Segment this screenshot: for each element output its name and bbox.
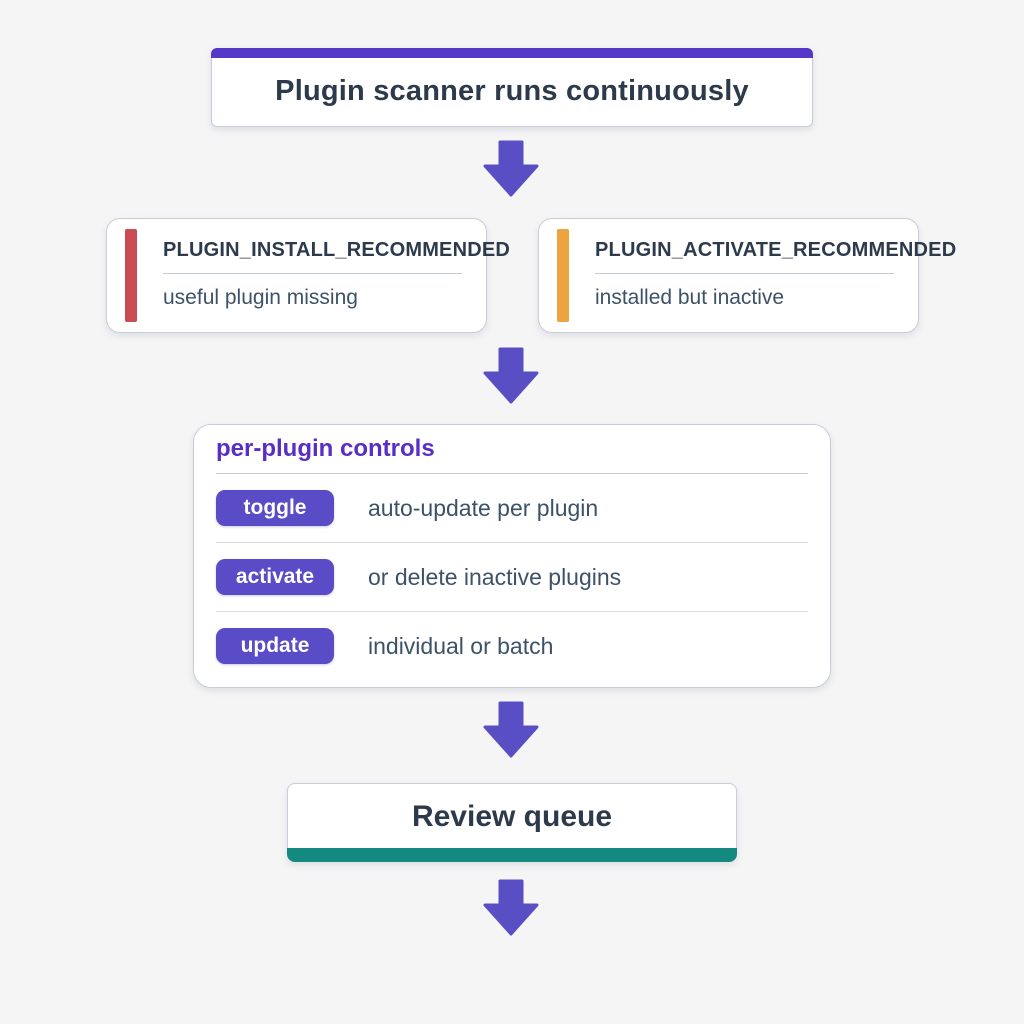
control-description: individual or batch: [368, 632, 554, 659]
panel-header: per-plugin controls: [216, 425, 808, 474]
update-button[interactable]: update: [216, 628, 334, 664]
control-row-update: update individual or batch: [216, 612, 808, 680]
control-description: auto-update per plugin: [368, 494, 599, 521]
alert-code: PLUGIN_INSTALL_RECOMMENDED: [163, 239, 511, 261]
review-queue-title: Review queue: [411, 799, 613, 833]
scanner-node-title: Plugin scanner runs continuously: [275, 75, 749, 107]
alert-description: installed but inactive: [595, 286, 785, 309]
per-plugin-controls-panel: per-plugin controls toggle auto-update p…: [193, 424, 831, 688]
scanner-node: Plugin scanner runs continuously: [211, 48, 813, 127]
review-queue-accent-bar: [287, 848, 737, 862]
alert-description: useful plugin missing: [163, 286, 358, 309]
activate-button[interactable]: activate: [216, 559, 334, 595]
activate-accent-bar: [557, 229, 569, 322]
arrow-down-icon: [483, 701, 539, 758]
panel-title: per-plugin controls: [216, 435, 435, 462]
toggle-button[interactable]: toggle: [216, 490, 334, 526]
alert-code: PLUGIN_ACTIVATE_RECOMMENDED: [595, 239, 957, 261]
arrow-down-icon: [483, 347, 539, 404]
alert-card-activate: PLUGIN_ACTIVATE_RECOMMENDED installed bu…: [538, 218, 957, 333]
alert-divider: [163, 273, 462, 274]
alert-card-install: PLUGIN_INSTALL_RECOMMENDED useful plugin…: [106, 218, 511, 333]
control-row-toggle: toggle auto-update per plugin: [216, 474, 808, 543]
control-description: or delete inactive plugins: [368, 563, 622, 590]
arrow-down-icon: [483, 879, 539, 936]
arrow-down-icon: [483, 140, 539, 197]
review-queue-node: Review queue: [287, 783, 737, 862]
alert-divider: [595, 273, 894, 274]
install-accent-bar: [125, 229, 137, 322]
scanner-node-accent-bar: [211, 48, 813, 58]
control-row-activate: activate or delete inactive plugins: [216, 543, 808, 612]
